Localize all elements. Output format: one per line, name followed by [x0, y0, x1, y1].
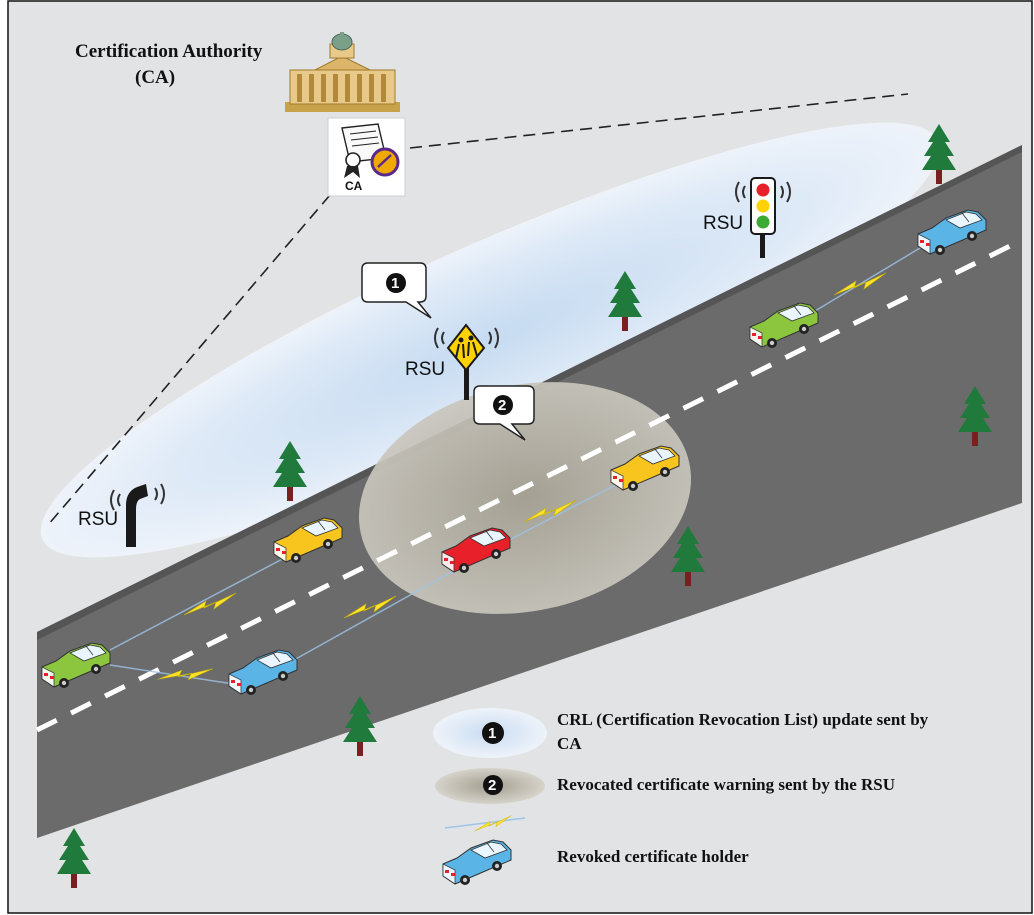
street-lamp-rsu-icon	[110, 483, 165, 547]
traffic-light-rsu-icon	[735, 177, 791, 258]
callout-2-number: 2	[498, 397, 506, 414]
rsu-label-school: RSU	[405, 359, 445, 380]
certificate-icon: CA	[327, 117, 406, 197]
ca-link-right	[409, 93, 909, 149]
legend-symbol-2: 2	[488, 777, 496, 794]
legend-text-crl-line2: CA	[557, 734, 582, 753]
rsu-label-traffic: RSU	[703, 213, 743, 234]
legend-item-crl: 1 CRL (Certification Revocation List) up…	[433, 708, 929, 758]
legend-item-warning: 2 Revocated certificate warning sent by …	[435, 768, 895, 804]
legend-text-warning: Revocated certificate warning sent by th…	[557, 775, 895, 794]
school-sign-rsu-icon	[434, 323, 499, 400]
callout-1: 1	[361, 262, 432, 319]
rsu-label-lamp: RSU	[78, 509, 118, 530]
legend-item-revoked: Revoked certificate holder	[442, 839, 749, 886]
ca-title-line2: (CA)	[135, 67, 175, 88]
legend-text-revoked: Revoked certificate holder	[557, 847, 749, 866]
ca-badge-label: CA	[345, 179, 363, 193]
ca-link-left	[47, 194, 331, 526]
government-building-icon	[285, 32, 400, 112]
callout-2: 2	[473, 385, 535, 441]
ca-title-line1: Certification Authority	[75, 41, 263, 62]
legend-item-link	[444, 815, 526, 832]
callout-1-number: 1	[391, 275, 399, 292]
lane-divider	[35, 237, 1024, 733]
legend-symbol-1: 1	[488, 725, 496, 742]
legend: 1 CRL (Certification Revocation List) up…	[433, 708, 929, 886]
legend-text-crl-line1: CRL (Certification Revocation List) upda…	[557, 710, 929, 729]
